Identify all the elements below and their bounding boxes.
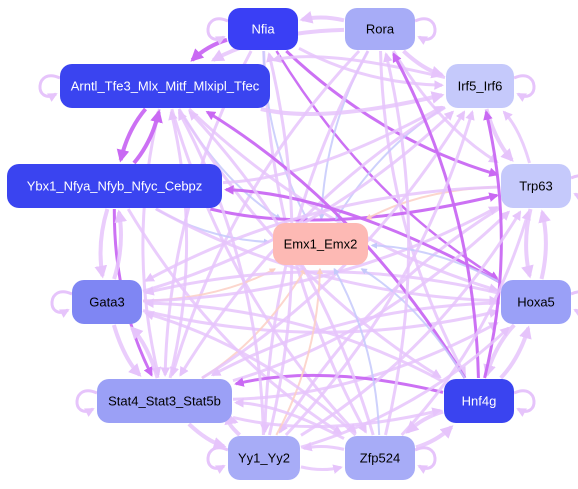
edge-stat4-to-hnf4g [232, 407, 442, 429]
node-stat4-label: Stat4_Stat3_Stat5b [108, 393, 221, 408]
edge-arntl-to-irf5 [260, 91, 445, 117]
node-ybx1[interactable]: Ybx1_Nfya_Nfyb_Nfyc_Cebpz [7, 164, 222, 208]
edge-ybx1-to-arntl [132, 109, 163, 165]
edge-arntl-to-stat4 [141, 108, 162, 377]
edge-stat4-to-arntl [168, 110, 189, 379]
self-loop-hnf4g [513, 389, 536, 417]
self-loop-trp63 [570, 174, 578, 202]
node-ybx1-box [7, 164, 222, 208]
node-hnf4g-label: Hnf4g [462, 393, 497, 408]
node-stat4-box [97, 379, 232, 423]
edge-hnf4g-to-hoxa5 [499, 325, 532, 380]
edge-hnf4g-to-stat4 [234, 373, 444, 394]
edge-gata3-to-stat4 [111, 324, 142, 377]
self-loop-zfp524 [414, 446, 437, 474]
node-rora-box [345, 8, 415, 50]
edge-hnf4g-to-gata3 [144, 298, 444, 383]
node-yy1[interactable]: Yy1_Yy2 [228, 436, 300, 480]
edge-hoxa5-to-hnf4g [483, 323, 516, 378]
edge-nfia-to-hoxa5 [275, 50, 499, 280]
node-emx-label: Emx1_Emx2 [284, 236, 358, 251]
node-hoxa5[interactable]: Hoxa5 [501, 280, 571, 324]
edge-stat4-to-yy1 [187, 422, 227, 450]
node-zfp524[interactable]: Zfp524 [345, 436, 415, 480]
node-nfia-box [228, 8, 298, 50]
edge-rora-to-nfia [299, 11, 345, 24]
node-arntl-label: Arntl_Tfe3_Mlx_Mitf_Mlxipl_Tfec [71, 78, 260, 93]
node-zfp524-box [345, 436, 415, 480]
node-irf5-label: Irf5_Irf6 [458, 78, 503, 93]
edge-stat4-to-gata3 [130, 326, 160, 379]
edge-arntl-to-ybx1 [116, 107, 148, 163]
edge-yy1-to-irf5 [284, 110, 475, 437]
node-emx[interactable]: Emx1_Emx2 [273, 223, 368, 265]
node-rora[interactable]: Rora [345, 8, 415, 50]
edge-ybx1-to-gata3 [94, 208, 110, 279]
node-ybx1-label: Ybx1_Nfya_Nfyb_Nfyc_Cebpz [27, 178, 203, 193]
self-loop-rora [414, 17, 437, 45]
node-nfia[interactable]: Nfia [228, 8, 298, 50]
edge-irf5-to-arntl [271, 53, 446, 80]
edge-zfp524-to-gata3 [144, 310, 357, 437]
edge-hoxa5-to-trp63 [538, 209, 551, 280]
self-loop-irf5 [513, 74, 536, 102]
self-loop-gata3 [50, 290, 73, 318]
node-hoxa5-label: Hoxa5 [517, 294, 555, 309]
self-loop-yy1 [206, 446, 229, 474]
edge-zfp524-to-yy1 [302, 441, 345, 452]
edge-yy1-to-stat4 [224, 412, 241, 437]
edge-hoxa5-to-emx [370, 242, 501, 284]
node-trp63[interactable]: Trp63 [501, 164, 571, 208]
node-yy1-box [228, 436, 300, 480]
node-stat4[interactable]: Stat4_Stat3_Stat5b [97, 379, 232, 423]
node-hoxa5-box [501, 280, 571, 324]
node-gata3-box [72, 280, 142, 324]
edge-yy1-to-hoxa5 [300, 326, 510, 449]
edge-yy1-to-zfp524 [300, 464, 343, 474]
edge-zfp524-to-hnf4g [415, 425, 454, 450]
node-rora-label: Rora [366, 21, 395, 36]
edge-hoxa5-to-stat4 [210, 301, 501, 377]
edge-hnf4g-to-zfp524 [405, 409, 444, 434]
edge-gata3-to-ybx1 [112, 209, 128, 280]
node-nfia-label: Nfia [251, 21, 275, 36]
edge-gata3-to-hoxa5 [142, 308, 499, 334]
self-loop-nfia [206, 17, 229, 45]
node-arntl[interactable]: Arntl_Tfe3_Mlx_Mitf_Mlxipl_Tfec [60, 64, 270, 108]
edge-yy1-to-trp63 [300, 210, 522, 437]
node-gata3[interactable]: Gata3 [72, 280, 142, 324]
edge-zfp524-to-stat4 [234, 398, 345, 440]
edge-zfp524-to-rora [383, 52, 411, 436]
node-irf5[interactable]: Irf5_Irf6 [446, 64, 514, 108]
node-hnf4g[interactable]: Hnf4g [444, 379, 514, 423]
edge-trp63-to-yy1 [278, 206, 501, 434]
edge-trp63-to-irf5 [502, 110, 531, 164]
self-loop-stat4 [75, 389, 98, 417]
edge-zfp524-to-emx [333, 267, 381, 436]
node-emx-box [273, 223, 368, 265]
edge-ybx1-to-irf5 [222, 105, 444, 185]
node-trp63-box [501, 164, 571, 208]
node-yy1-label: Yy1_Yy2 [238, 450, 290, 465]
edge-rora-to-irf5 [402, 49, 445, 79]
edge-gata3-to-trp63 [142, 205, 499, 303]
edge-hnf4g-to-emx [360, 268, 466, 379]
node-gata3-label: Gata3 [89, 294, 124, 309]
self-loop-hoxa5 [570, 290, 578, 318]
edge-yy1-to-emx [275, 267, 324, 436]
self-loop-arntl [38, 74, 61, 102]
node-hnf4g-box [444, 379, 514, 423]
edge-rora-to-hnf4g [379, 50, 467, 377]
edge-yy1-to-arntl [177, 110, 265, 436]
node-arntl-box [60, 64, 270, 108]
node-zfp524-label: Zfp524 [360, 450, 400, 465]
edge-gata3-to-irf5 [142, 110, 455, 293]
edge-zfp524-to-trp63 [400, 210, 531, 437]
node-irf5-box [446, 64, 514, 108]
node-trp63-label: Trp63 [519, 178, 552, 193]
